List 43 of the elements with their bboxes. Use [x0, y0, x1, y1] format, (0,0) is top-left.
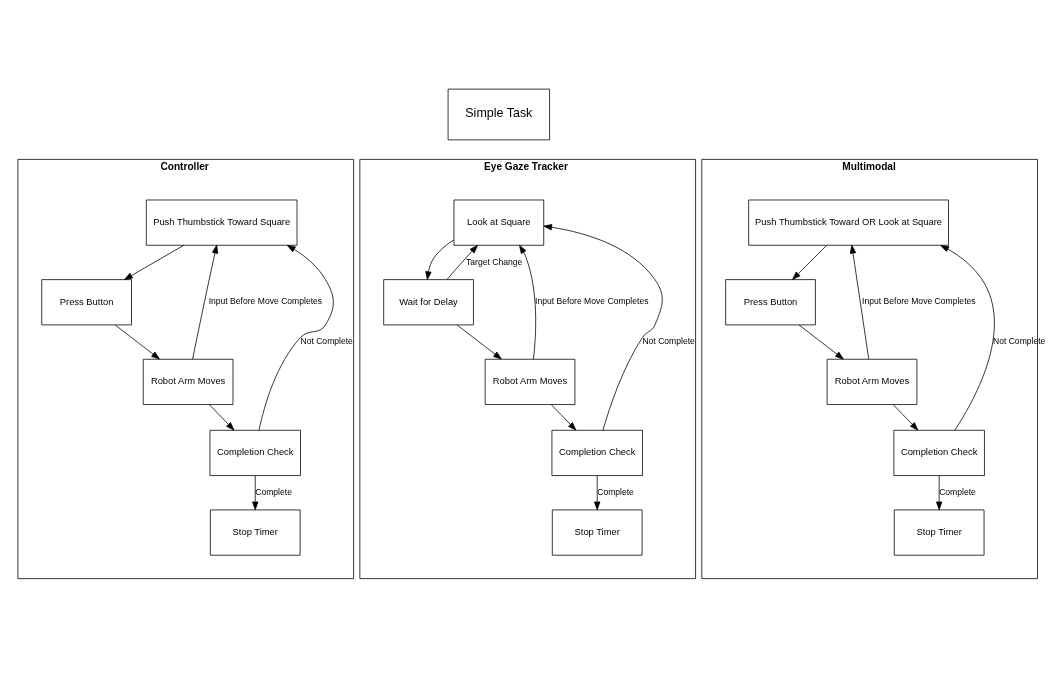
arrow: [594, 474, 601, 510]
node-box: Look at Square: [453, 199, 545, 246]
arrow: [252, 474, 259, 510]
edge-label: Complete: [597, 486, 634, 497]
arrow: [792, 244, 828, 280]
edge-label: Complete: [939, 486, 976, 497]
arrow: [798, 324, 844, 359]
node-box: Completion Check: [893, 429, 985, 476]
arrow: [849, 244, 870, 359]
edge-label: Input Before Move Completes: [535, 295, 649, 306]
edge-label: Not Complete: [300, 335, 353, 346]
arrow: [208, 403, 235, 430]
node-box: Wait for Delay: [383, 278, 474, 325]
node-box: Push Thumbstick Toward Square: [145, 199, 298, 246]
arrow: [550, 403, 577, 430]
arrow: [258, 244, 334, 431]
node-box: Push Thumbstick Toward OR Look at Square: [748, 199, 949, 246]
edge-label: Not Complete: [642, 335, 695, 346]
edge-label: Input Before Move Completes: [208, 295, 323, 306]
arrow: [425, 238, 455, 280]
arrow: [124, 244, 185, 280]
arrow: [192, 244, 219, 359]
arrow: [936, 474, 943, 510]
node-box: Stop Timer: [893, 509, 985, 556]
edge-label: Target Change: [466, 256, 523, 267]
arrow: [114, 324, 160, 359]
node-box: Robot Arm Moves: [826, 358, 918, 405]
node-box: Completion Check: [209, 429, 301, 476]
arrow: [519, 244, 537, 360]
node-box: Press Button: [725, 278, 816, 325]
node-box: Robot Arm Moves: [142, 358, 234, 405]
node-box: Stop Timer: [209, 509, 301, 556]
arrow: [543, 223, 663, 431]
node-box: Stop Timer: [551, 509, 643, 556]
node-box: Completion Check: [551, 429, 643, 476]
edge-label: Input Before Move Completes: [862, 295, 976, 306]
arrow: [446, 244, 478, 280]
node-box: Simple Task: [447, 88, 550, 140]
arrow: [456, 324, 502, 359]
node-box: Press Button: [41, 278, 132, 325]
node-box: Robot Arm Moves: [484, 358, 576, 405]
arrow: [940, 244, 995, 430]
arrow: [892, 403, 919, 430]
